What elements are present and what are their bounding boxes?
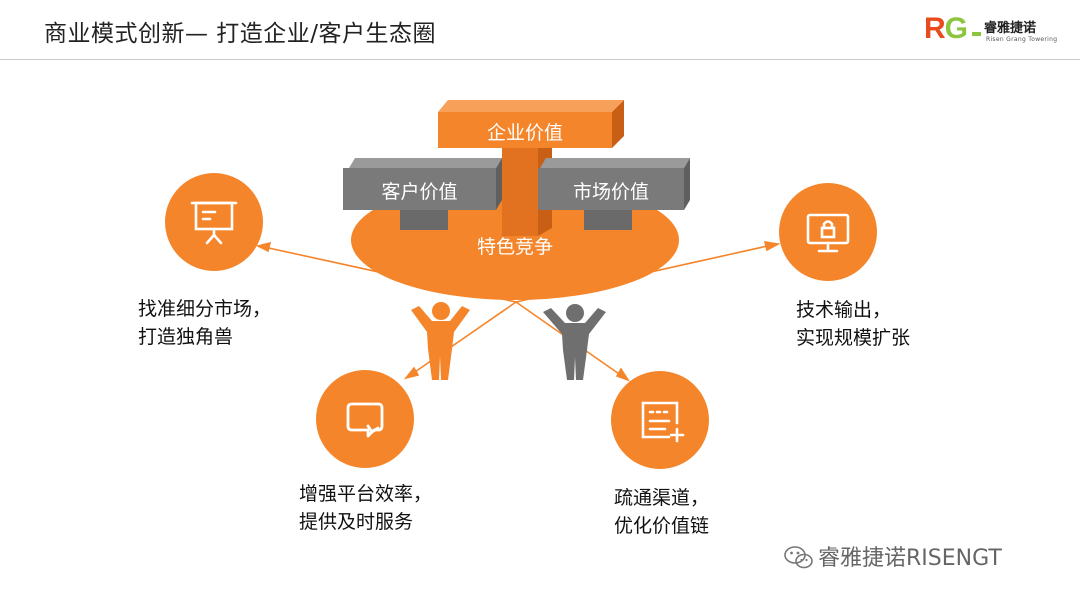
gray-person-figure (543, 304, 606, 380)
caption-document: 疏通渠道， 优化价值链 (614, 484, 709, 540)
monitor-circle (779, 183, 877, 281)
customer-block-front (343, 168, 496, 210)
wechat-icon (784, 546, 813, 569)
caption-monitor: 技术输出， 实现规模扩张 (796, 296, 910, 352)
presentation-board-icon (190, 201, 238, 245)
brand-logo: RG 睿雅捷诺 Risen Grang Towering (924, 12, 1064, 50)
arrowhead-monitor (763, 241, 781, 252)
logo-name-cn: 睿雅捷诺 (984, 21, 1037, 36)
caption-document-line1: 疏通渠道， (614, 487, 710, 509)
presentation-circle (165, 173, 263, 271)
document-add-icon (641, 401, 685, 443)
arrowhead-document (615, 367, 630, 382)
logo-mark: RG (924, 12, 968, 46)
page-title: 商业模式创新— 打造企业/客户生态圈 (44, 21, 437, 47)
chat-circle (316, 370, 414, 468)
caption-presentation-line1: 找准细分市场， (138, 298, 272, 320)
stem-front (502, 148, 538, 236)
enterprise-block-front (438, 112, 612, 148)
document-circle (611, 371, 709, 469)
customer-block-top (349, 158, 502, 168)
enterprise-value-label: 企业价值 (486, 122, 563, 144)
arrowhead-presentation (255, 241, 272, 253)
caption-monitor-line2: 实现规模扩张 (796, 327, 911, 349)
monitor-lock-icon (806, 213, 850, 253)
customer-block-side (496, 158, 502, 210)
caption-document-line2: 优化价值链 (614, 515, 710, 537)
market-value-label: 市场价值 (572, 181, 649, 203)
connector-lines (255, 241, 781, 382)
caption-chat-line1: 增强平台效率， (299, 483, 433, 505)
caption-chat-line2: 提供及时服务 (299, 511, 414, 533)
arrowhead-chat (403, 366, 420, 380)
market-block-front (538, 168, 684, 210)
enterprise-block-top (438, 100, 624, 112)
logo-letter-g: G (944, 12, 968, 45)
header-divider (0, 59, 1080, 60)
watermark-text: 睿雅捷诺RISENGT (818, 546, 1002, 571)
market-block-side (684, 158, 690, 210)
arrow-to-chat (411, 301, 517, 375)
customer-block-stem (400, 210, 448, 230)
caption-monitor-line1: 技术输出， (796, 299, 892, 321)
enterprise-block-side (612, 100, 624, 148)
market-block-top (540, 158, 690, 168)
orange-person-figure (411, 302, 470, 380)
caption-presentation: 找准细分市场， 打造独角兽 (138, 295, 271, 351)
market-block-stem (584, 210, 632, 230)
featured-competition-label: 特色竞争 (476, 236, 553, 258)
chat-bubble-icon (346, 402, 384, 438)
logo-letter-r: R (924, 12, 946, 45)
logo-dash (972, 32, 981, 36)
caption-presentation-line2: 打造独角兽 (138, 326, 234, 348)
caption-chat: 增强平台效率， 提供及时服务 (299, 480, 432, 536)
logo-name-en: Risen Grang Towering (986, 36, 1058, 43)
customer-value-label: 客户价值 (381, 181, 458, 203)
